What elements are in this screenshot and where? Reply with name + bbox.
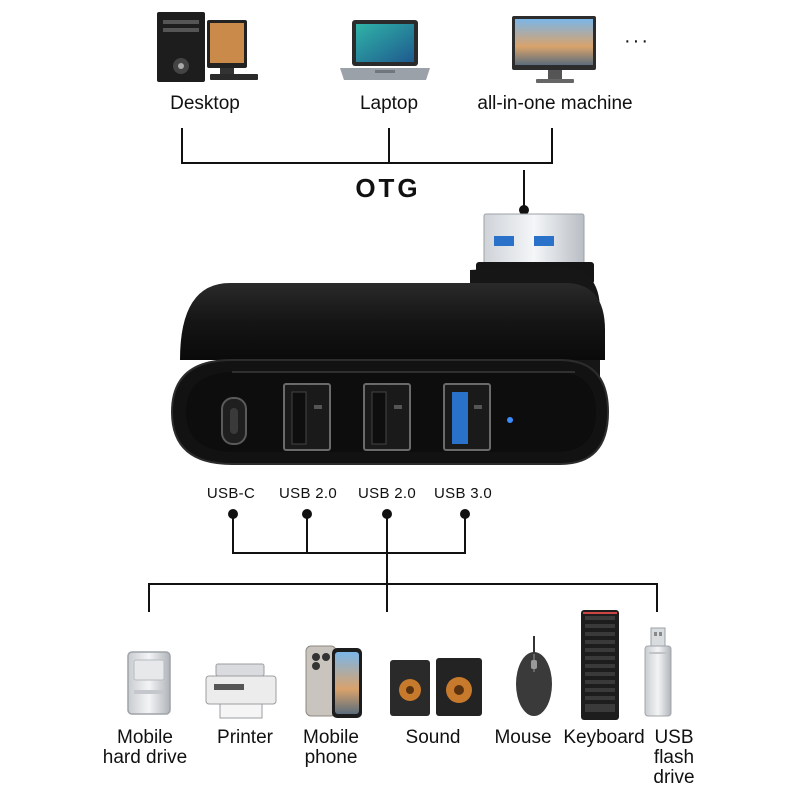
- usb-2-port: [283, 383, 331, 451]
- printer-icon: [205, 663, 277, 719]
- port-dot: [460, 509, 470, 519]
- port-label-usb-c: USB-C: [206, 485, 256, 502]
- port-label-usb3: USB 3.0: [434, 485, 492, 502]
- device-label-usb-flash-drive: USB flash drive: [653, 727, 695, 788]
- port-label-usb2-b: USB 2.0: [358, 485, 416, 502]
- port-dot: [382, 509, 392, 519]
- status-led: [507, 417, 513, 423]
- device-label-printer: Printer: [217, 727, 273, 748]
- connector-dot: [519, 205, 529, 215]
- device-label-hard-drive: Mobile hard drive: [102, 727, 188, 768]
- more-hosts-ellipsis: ···: [624, 30, 650, 52]
- device-label-phone: Mobile phone: [303, 727, 359, 768]
- desktop-computer-icon: [157, 12, 258, 82]
- keyboard-icon: [581, 610, 619, 720]
- speakers-icon: [390, 658, 482, 716]
- usb-c-port: [221, 397, 247, 445]
- device-label-keyboard: Keyboard: [563, 727, 645, 748]
- usb-2-port: [363, 383, 411, 451]
- usb-3-port: [443, 383, 491, 451]
- laptop-icon: [340, 20, 430, 80]
- port-dot: [228, 509, 238, 519]
- usb-flash-drive-icon: [644, 627, 672, 717]
- mouse-icon: [516, 636, 552, 716]
- host-bracket: [181, 128, 553, 210]
- host-label-all-in-one: all-in-one machine: [477, 93, 633, 114]
- port-dot: [302, 509, 312, 519]
- host-label-laptop: Laptop: [359, 93, 419, 114]
- hard-drive-icon: [127, 651, 171, 715]
- port-bracket: [148, 514, 658, 612]
- device-label-mouse: Mouse: [494, 727, 552, 748]
- smartphone-icon: [305, 645, 362, 718]
- port-label-usb2-a: USB 2.0: [279, 485, 337, 502]
- otg-title: OTG: [355, 173, 421, 203]
- host-label-desktop: Desktop: [170, 93, 240, 114]
- all-in-one-pc-icon: [512, 16, 596, 83]
- device-label-sound: Sound: [405, 727, 461, 748]
